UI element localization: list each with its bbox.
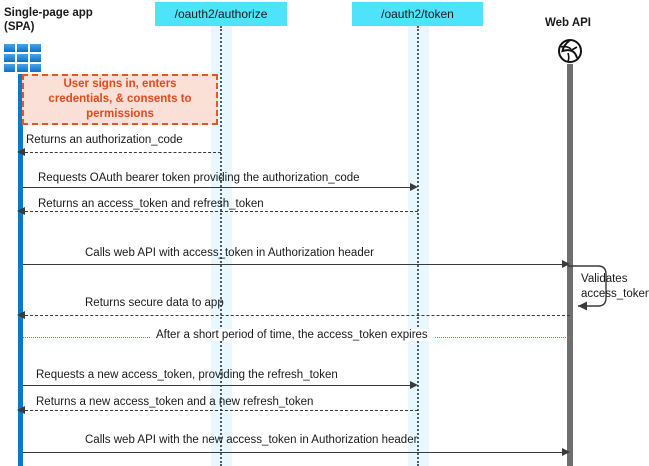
message-line-m2 bbox=[23, 187, 411, 188]
self-message-label-webapi: Validates access_token bbox=[581, 272, 649, 302]
message-arrowhead-m3 bbox=[17, 207, 25, 215]
message-arrowhead-m7 bbox=[17, 406, 25, 414]
message-label-m1: Returns an authorization_code bbox=[26, 134, 183, 146]
message-label-m8: Calls web API with the new access_token … bbox=[85, 434, 418, 446]
self-message-loop-webapi bbox=[568, 265, 607, 311]
app-grid-icon bbox=[4, 44, 41, 72]
participant-label-token: /oauth2/token bbox=[381, 7, 454, 21]
message-line-m6 bbox=[23, 385, 411, 386]
note-line-2: credentials, & consents to bbox=[48, 93, 192, 105]
participant-label-webapi: Web API bbox=[545, 17, 592, 29]
participant-header-authorize[interactable]: /oauth2/authorize bbox=[155, 2, 287, 26]
message-arrowhead-m4 bbox=[562, 260, 570, 268]
message-arrowhead-m6 bbox=[410, 381, 418, 389]
divider-label-token-expires: After a short period of time, the access… bbox=[150, 329, 434, 341]
message-line-m4 bbox=[23, 264, 564, 265]
note-line-1: User signs in, enters bbox=[63, 78, 177, 90]
lifeline-token bbox=[417, 26, 419, 466]
message-label-m4: Calls web API with access_token in Autho… bbox=[85, 247, 374, 259]
note-line-3: permissions bbox=[86, 108, 154, 120]
participant-header-token[interactable]: /oauth2/token bbox=[352, 2, 483, 26]
lifeline-authorize bbox=[220, 26, 222, 466]
participant-header-spa: Single-page app (SPA) bbox=[4, 6, 93, 34]
globe-icon bbox=[557, 38, 583, 69]
message-label-m6: Requests a new access_token, providing t… bbox=[36, 369, 338, 381]
message-label-m5: Returns secure data to app bbox=[85, 297, 224, 309]
lifeline-spa bbox=[18, 74, 23, 466]
message-arrowhead-m1 bbox=[17, 148, 25, 156]
note-user-signin: User signs in, enters credentials, & con… bbox=[22, 74, 218, 125]
participant-label-spa-line2: (SPA) bbox=[4, 21, 35, 33]
message-line-m1 bbox=[25, 152, 221, 153]
message-line-m5 bbox=[25, 315, 570, 316]
message-arrowhead-m2 bbox=[410, 183, 418, 191]
self-message-line-2: access_token bbox=[581, 288, 649, 300]
message-label-m7: Returns a new access_token and a new ref… bbox=[36, 396, 314, 408]
message-label-m3: Returns an access_token and refresh_toke… bbox=[38, 198, 264, 210]
self-message-line-1: Validates bbox=[581, 273, 628, 285]
participant-label-spa-line1: Single-page app bbox=[4, 7, 93, 19]
participant-label-authorize: /oauth2/authorize bbox=[174, 7, 268, 21]
message-label-m2: Requests OAuth bearer token providing th… bbox=[38, 172, 360, 184]
participant-header-webapi: Web API bbox=[545, 16, 591, 30]
message-arrowhead-m5 bbox=[17, 311, 25, 319]
message-line-m7 bbox=[25, 410, 418, 411]
message-arrowhead-m8 bbox=[562, 448, 570, 456]
lifeline-webapi bbox=[567, 64, 573, 466]
message-line-m8 bbox=[23, 452, 564, 453]
message-line-m3 bbox=[25, 211, 418, 212]
